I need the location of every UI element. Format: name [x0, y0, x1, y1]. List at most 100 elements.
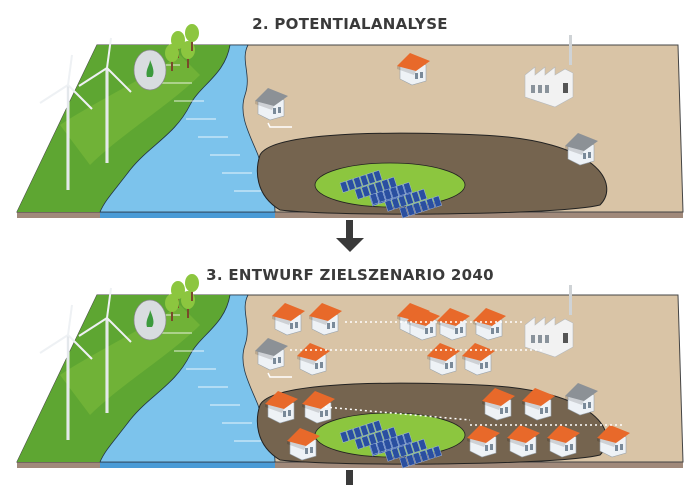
house-roof [597, 425, 630, 443]
solar-panel [405, 454, 416, 467]
chimney [569, 35, 572, 65]
solar-park [369, 182, 443, 219]
window [538, 335, 542, 343]
solar-panel [396, 434, 406, 447]
window [450, 362, 453, 368]
house-roof [297, 343, 330, 361]
solar-panel [402, 182, 413, 195]
window [273, 108, 276, 114]
house-roof [482, 388, 515, 406]
roof-shade [462, 356, 481, 365]
tree-crown [185, 274, 199, 292]
river [99, 44, 276, 213]
roof-shade [467, 438, 486, 447]
solar-panel [369, 442, 380, 455]
tree-trunk [187, 56, 189, 68]
house-orange [427, 343, 460, 376]
roof-shade [255, 101, 274, 110]
house-roof [565, 133, 598, 151]
heat-network-line [324, 406, 471, 421]
solar-panel [366, 172, 376, 185]
solar-panel [372, 170, 383, 183]
house-roof [462, 343, 495, 361]
solar-panel [399, 456, 409, 469]
factory [524, 35, 574, 108]
window [430, 327, 433, 333]
solar-panel [412, 452, 423, 465]
window [278, 357, 281, 363]
window [273, 358, 276, 364]
solar-panel [384, 449, 394, 462]
house-roof [309, 303, 342, 321]
window [538, 85, 542, 93]
window [615, 445, 618, 451]
solar-panel [432, 195, 443, 208]
solar-panel [361, 435, 371, 448]
arrow-down-icon [346, 470, 353, 485]
window [505, 407, 508, 413]
house-orange [522, 388, 555, 421]
window [325, 410, 328, 416]
window [588, 402, 591, 408]
wind-turbine [39, 304, 93, 440]
solar-panel [359, 424, 370, 437]
house-orange [302, 391, 335, 424]
house-roof [427, 343, 460, 361]
house-roof [302, 391, 335, 409]
window [531, 335, 535, 343]
solar-panel [352, 176, 363, 189]
solar-panel [397, 195, 408, 208]
flame-icon [146, 60, 154, 77]
window [283, 411, 286, 417]
solar-panel [354, 187, 364, 200]
window [278, 107, 281, 113]
house-orange [507, 425, 540, 458]
house-roof [547, 425, 580, 443]
roof-shade [597, 438, 616, 447]
turbine-blade [67, 54, 73, 86]
window [620, 444, 623, 450]
house-gray [565, 383, 598, 416]
house-roof [265, 391, 298, 409]
solar-panel [425, 447, 436, 460]
solar-panel [404, 443, 414, 456]
solar-park [369, 432, 443, 469]
window [485, 362, 488, 368]
house-roof [255, 338, 288, 356]
turbine-blade [106, 67, 132, 93]
solar-panel [432, 445, 443, 458]
solar-panel [382, 188, 393, 201]
window [583, 153, 586, 159]
window [305, 448, 308, 454]
roof-shade [565, 146, 584, 155]
roof-shade [565, 396, 584, 405]
window [565, 445, 568, 451]
turbine-blade [106, 37, 112, 69]
turbine-blade [67, 304, 73, 336]
house-orange [272, 303, 305, 336]
roof-shade [265, 404, 284, 413]
window [295, 322, 298, 328]
roof-shade [407, 321, 426, 330]
solar-panel [399, 206, 409, 219]
tree-crown [171, 281, 185, 299]
arrow-down-icon [336, 238, 364, 252]
turbine-blade [67, 84, 93, 110]
turbine-blade [67, 334, 93, 360]
window [425, 328, 428, 334]
solar-panel [405, 204, 416, 217]
house-gray [255, 338, 288, 371]
solar-panel [376, 440, 386, 453]
house-orange [467, 425, 500, 458]
flame-icon [146, 310, 154, 327]
solar-panel [419, 449, 429, 462]
chimney [569, 285, 572, 315]
window [445, 363, 448, 369]
window [485, 445, 488, 451]
door [563, 333, 568, 343]
window [496, 327, 499, 333]
solar-panel [419, 199, 429, 212]
solar-panel [397, 445, 408, 458]
roof-shade [397, 66, 416, 75]
